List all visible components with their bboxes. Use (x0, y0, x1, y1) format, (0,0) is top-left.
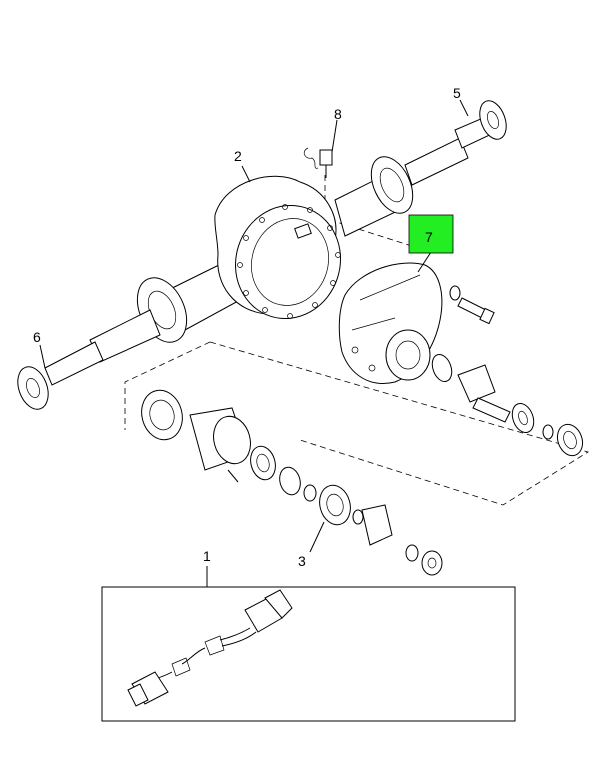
harness-connector-left (127, 671, 169, 707)
wiring-harness-inset (101, 586, 516, 722)
callout-highlight-7 (408, 214, 454, 254)
callout-label-3[interactable]: 3 (298, 553, 306, 569)
callout-leaders (39, 99, 469, 587)
hub-seal-stack (141, 389, 443, 576)
callout-label-2[interactable]: 2 (234, 148, 242, 164)
left-axle-shaft (17, 309, 161, 410)
differential-carrier (338, 262, 495, 384)
callout-label-8[interactable]: 8 (334, 106, 342, 122)
pinion-bearing-stack (431, 353, 584, 457)
callout-label-7[interactable]: 7 (425, 229, 433, 245)
right-axle-shaft (404, 100, 507, 186)
callout-label-5[interactable]: 5 (453, 85, 461, 101)
callout-label-1[interactable]: 1 (203, 548, 211, 564)
callout-label-6[interactable]: 6 (33, 329, 41, 345)
breather-sensor (303, 147, 333, 178)
harness-connector-right (244, 589, 293, 633)
